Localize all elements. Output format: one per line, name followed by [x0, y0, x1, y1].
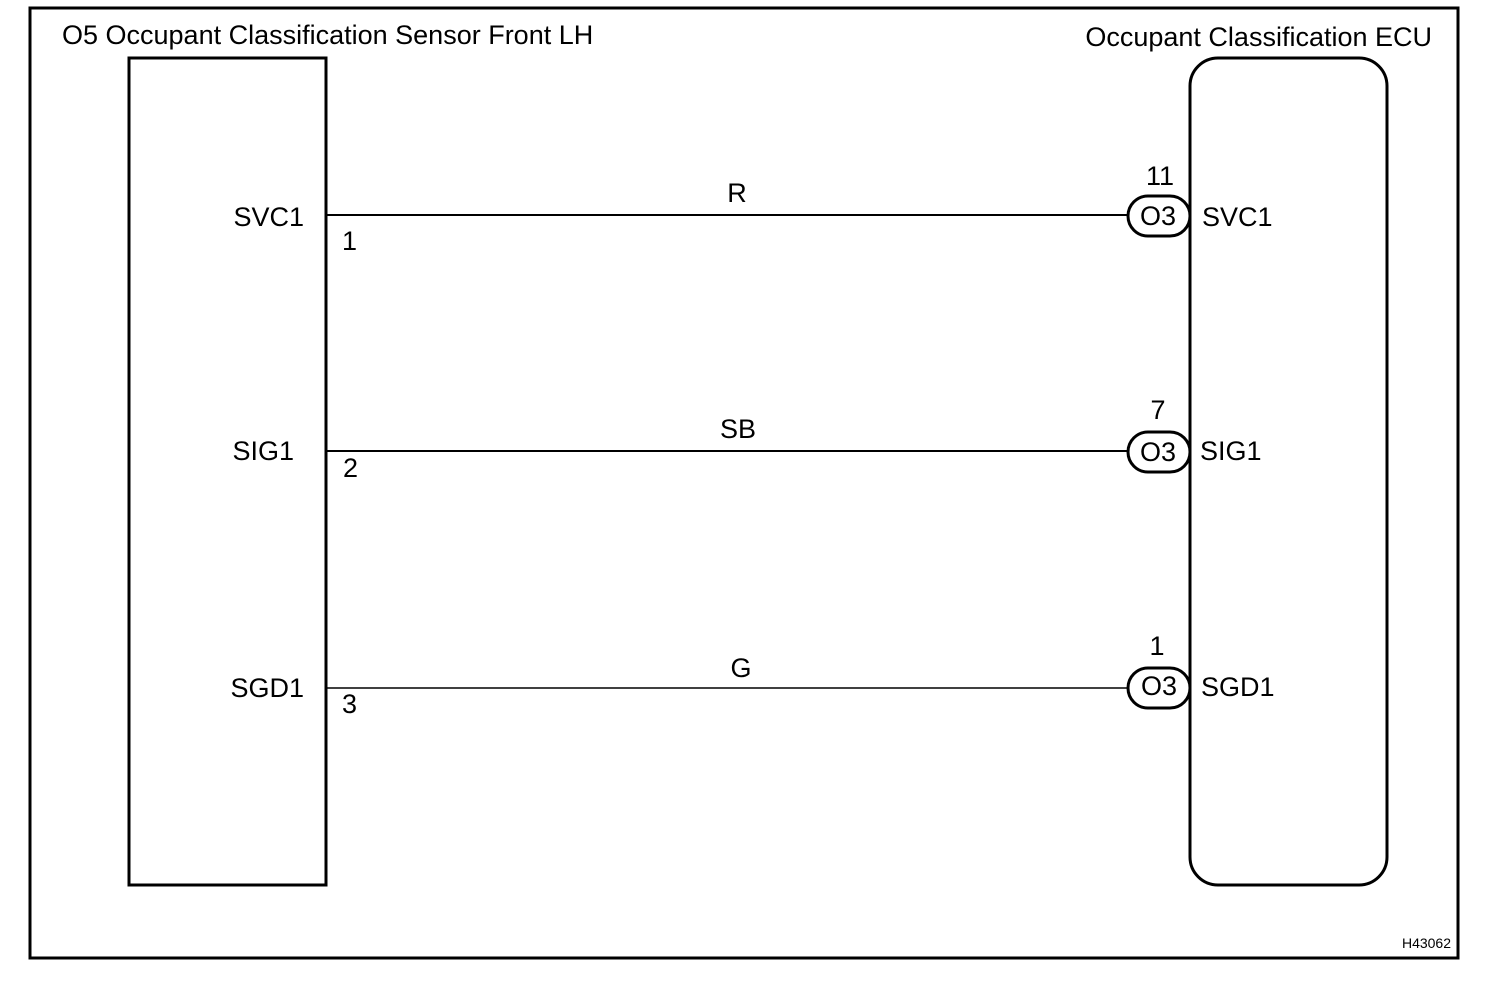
connector-oval: [1126, 194, 1192, 238]
right-pin-number: 7: [1150, 395, 1165, 425]
left-pin-name: SGD1: [230, 673, 304, 703]
wire-row: SGD1 3 G O3 1 SGD1: [230, 631, 1274, 719]
left-sensor-box: [127, 56, 328, 887]
connector-label: O3: [1141, 671, 1177, 701]
wire-row: SIG1 2 SB O3 7 SIG1: [232, 395, 1261, 483]
right-ecu-box: [1188, 56, 1389, 887]
connector-oval: [1126, 430, 1192, 474]
figure-code: H43062: [1402, 935, 1451, 951]
wire-color-label: R: [727, 178, 747, 208]
wire-color-label: SB: [720, 414, 756, 444]
right-component-title: Occupant Classification ECU: [1085, 22, 1432, 52]
right-pin-name: SGD1: [1201, 672, 1275, 702]
connector-label: O3: [1140, 201, 1176, 231]
right-pin-name: SIG1: [1200, 436, 1262, 466]
left-component-title: O5 Occupant Classification Sensor Front …: [62, 20, 593, 50]
connector-oval: [1126, 666, 1192, 710]
wire-row: SVC1 1 R O3 11 SVC1: [233, 161, 1272, 256]
right-pin-name: SVC1: [1202, 202, 1273, 232]
right-pin-number: 1: [1149, 631, 1164, 661]
wire-color-label: G: [730, 653, 751, 683]
left-pin-number: 3: [342, 689, 357, 719]
left-pin-name: SVC1: [233, 202, 304, 232]
diagram-frame: [28, 6, 1460, 960]
left-pin-number: 2: [343, 453, 358, 483]
connector-label: O3: [1140, 437, 1176, 467]
left-pin-number: 1: [342, 226, 357, 256]
left-pin-name: SIG1: [232, 436, 294, 466]
right-pin-number: 11: [1146, 161, 1174, 191]
